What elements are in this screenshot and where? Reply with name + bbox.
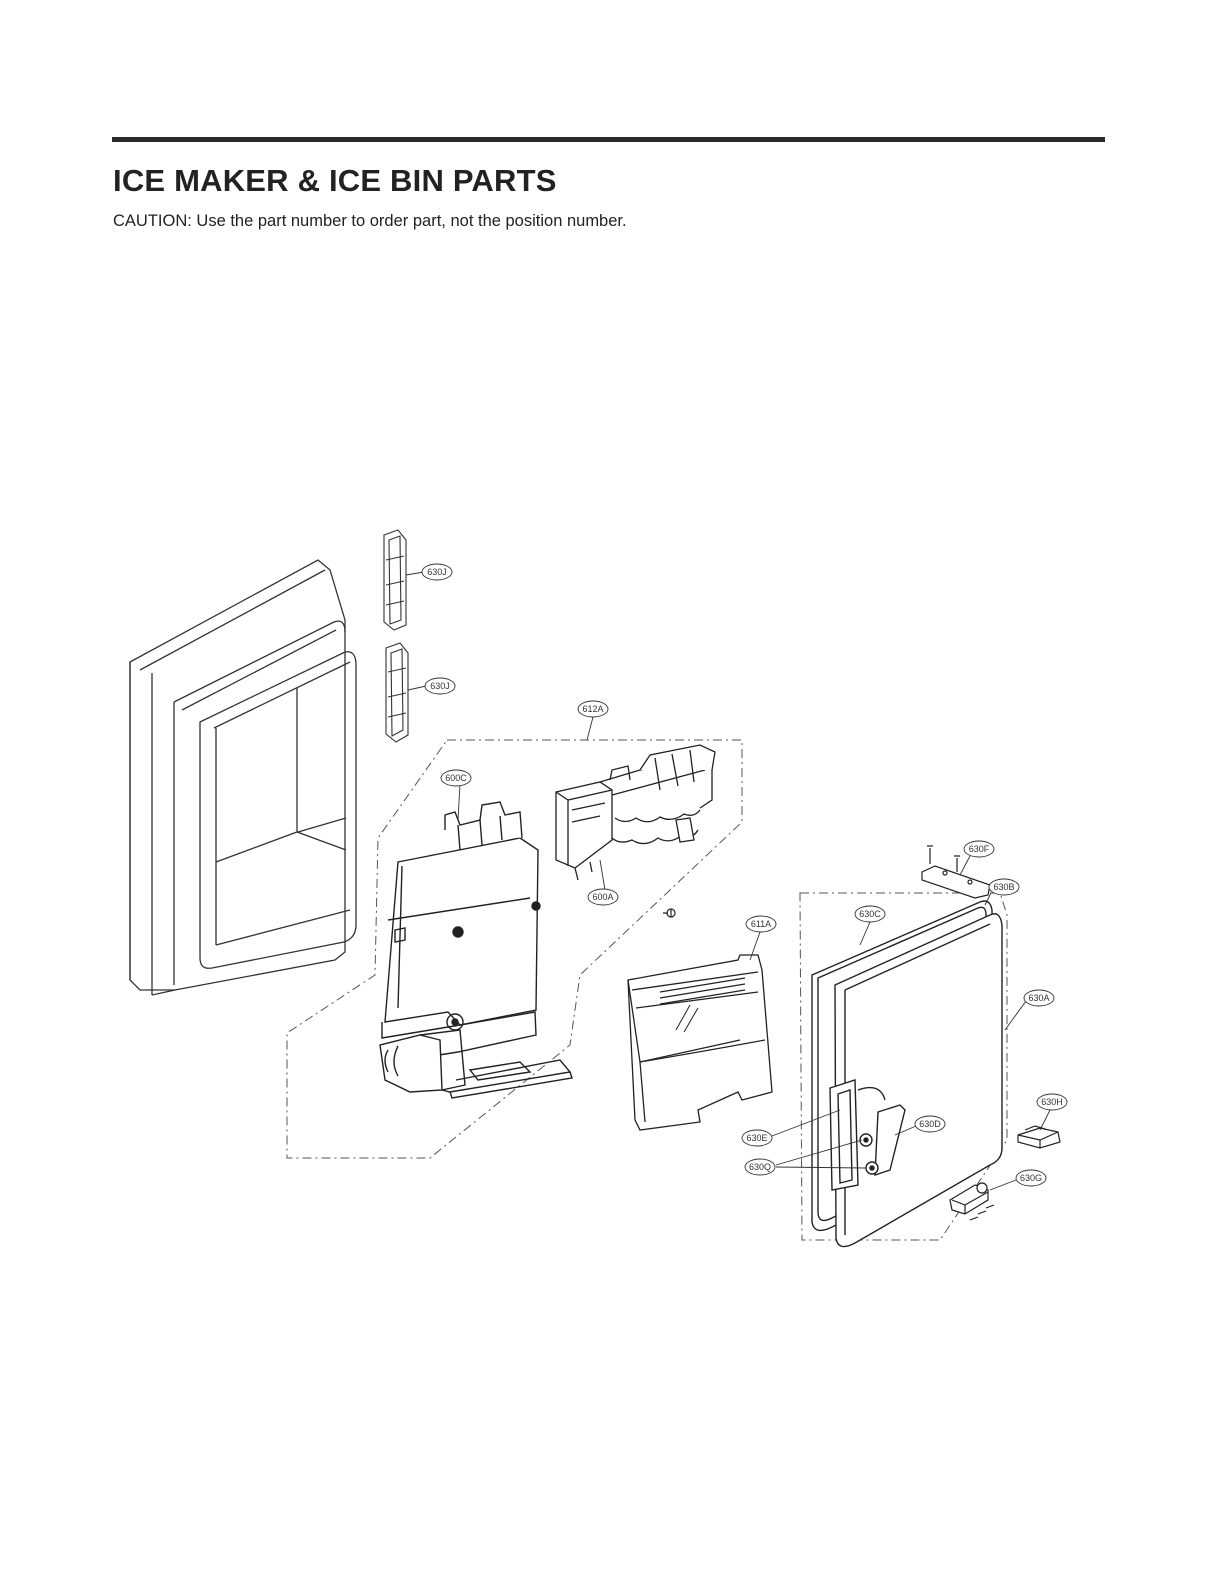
page-title: ICE MAKER & ICE BIN PARTS bbox=[113, 163, 557, 198]
svg-text:630J: 630J bbox=[430, 681, 450, 691]
svg-text:630E: 630E bbox=[746, 1133, 767, 1143]
callout-630C: 630C bbox=[854, 905, 886, 923]
callout-600A: 600A bbox=[587, 888, 619, 906]
callout-630A: 630A bbox=[1023, 989, 1055, 1007]
leader-lines bbox=[405, 571, 1051, 1191]
door-assembly-630A-outline bbox=[799, 892, 1008, 1241]
svg-text:630H: 630H bbox=[1041, 1097, 1063, 1107]
callout-630D: 630D bbox=[914, 1115, 946, 1133]
svg-text:630C: 630C bbox=[859, 909, 881, 919]
svg-text:630G: 630G bbox=[1020, 1173, 1042, 1183]
callout-630E: 630E bbox=[741, 1129, 773, 1147]
svg-text:630Q: 630Q bbox=[749, 1162, 771, 1172]
callout-612A: 612A bbox=[577, 700, 609, 718]
door-liner-frame bbox=[129, 559, 357, 996]
svg-text:630D: 630D bbox=[919, 1119, 941, 1129]
bracket-630J-bottom bbox=[385, 642, 409, 743]
svg-text:600A: 600A bbox=[592, 892, 613, 902]
callout-630J-top: 630J bbox=[421, 563, 453, 581]
callout-630F: 630F bbox=[963, 840, 995, 858]
svg-text:630F: 630F bbox=[969, 844, 990, 854]
callout-630Q: 630Q bbox=[744, 1158, 776, 1176]
svg-text:630A: 630A bbox=[1028, 993, 1049, 1003]
svg-text:630B: 630B bbox=[993, 882, 1014, 892]
hinge-630F bbox=[921, 845, 991, 899]
callout-630B: 630B bbox=[988, 878, 1020, 896]
icemaker-600A bbox=[555, 744, 716, 881]
hinge-bracket-630G bbox=[949, 1182, 995, 1221]
header-rule bbox=[112, 137, 1105, 142]
svg-text:600C: 600C bbox=[445, 773, 467, 783]
svg-text:612A: 612A bbox=[582, 704, 603, 714]
callout-600C: 600C bbox=[440, 769, 472, 787]
screw bbox=[663, 908, 676, 918]
svg-text:611A: 611A bbox=[751, 919, 771, 929]
door-630A bbox=[811, 900, 1003, 1248]
assembly-612A-outline bbox=[286, 739, 743, 1159]
bracket-630J-top bbox=[383, 529, 407, 631]
callout-611A: 611A bbox=[745, 915, 777, 933]
caution-note: CAUTION: Use the part number to order pa… bbox=[113, 212, 627, 230]
hinge-cap-630H bbox=[1017, 1125, 1061, 1149]
callout-630G: 630G bbox=[1015, 1169, 1047, 1187]
icebin-611A bbox=[627, 954, 773, 1131]
callout-630H: 630H bbox=[1036, 1093, 1068, 1111]
callout-630J-bottom: 630J bbox=[424, 677, 456, 695]
bracket-600C bbox=[379, 801, 573, 1099]
svg-text:630J: 630J bbox=[427, 567, 447, 577]
